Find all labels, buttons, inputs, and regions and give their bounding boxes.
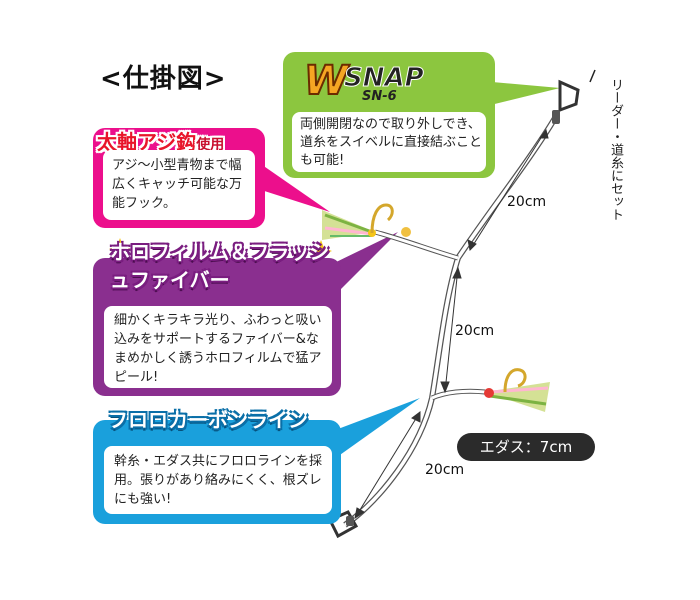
page-title: <仕掛図> [100,64,227,94]
dimension-middle: 20cm [455,323,495,339]
line-description-box [104,446,332,514]
hook-description: アジ～小型青物まで幅広くキャッチ可能な万能フック。 [112,158,243,211]
sparkle-icons [109,238,332,262]
lower-hook [484,368,550,412]
hook-title-small: 使用 [196,137,225,153]
top-snap-swivel [552,69,596,124]
wsnap-logo-w: W [304,58,350,102]
wsnap-logo: W SNAP SN-6 [303,58,424,102]
wsnap-logo-text: SNAP [344,63,424,93]
wsnap-description-box [292,112,486,172]
dimension-upper: 20cm [507,194,547,210]
wsnap-description: 両側開閉なので取り外しでき、道糸をスイベルに直接結ぶことも可能! [300,117,483,168]
line-title: フロロカーボンライン [108,408,308,432]
hook-description-box [103,150,255,220]
line-callout-tail [330,398,420,462]
leader-label: リーダー・道糸にセット [608,78,623,221]
film-callout-tail [330,232,398,300]
film-description-box [104,306,332,388]
branch-length-badge: エダス：7cm [457,433,595,461]
line-description: 幹糸・エダス共にフロロラインを採用。張りがあり絡みにくく、根ズレにも強い! [114,454,323,507]
film-description: 細かくキラキラ光り、ふわっと吸い込みをサポートするファイバー&なまめかしく誘うホ… [114,313,322,385]
dimension-arrows [354,128,549,520]
upper-hook [322,203,411,240]
film-title: ホロフィルム＆フラッシュファイバー [110,240,330,292]
wsnap-logo-sub: SN-6 [362,89,397,102]
dimension-lower: 20cm [425,462,465,478]
hook-callout-tail [255,160,330,212]
bottom-snap [327,510,359,539]
